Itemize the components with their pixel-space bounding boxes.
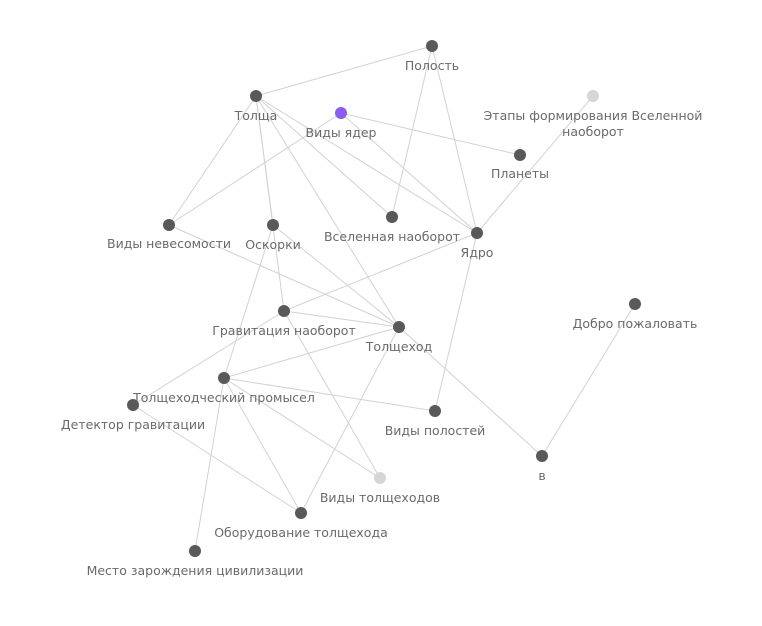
edge-gravitaciya-detektor [132, 310, 285, 406]
edge-promysel-oborudovanie [223, 377, 302, 514]
node-oskorki[interactable] [267, 219, 279, 231]
node-label-yadro: Ядро [461, 245, 494, 260]
node-label-gravitaciya: Гравитация наоборот [212, 323, 355, 338]
edge-gravitaciya-tolshchehod [283, 310, 400, 328]
edge-yadro-gravitaciya [283, 232, 478, 312]
node-layer [127, 40, 641, 557]
edge-dobro-v [541, 303, 636, 457]
node-label-vidy-nevesomosti: Виды невесомости [107, 236, 231, 251]
node-label-vidy-tolshchehodov: Виды толщеходов [320, 490, 440, 505]
node-tolshchehod[interactable] [393, 321, 405, 333]
edge-vidy-yader-yadro [340, 112, 478, 234]
node-tolshcha[interactable] [250, 90, 262, 102]
edge-vidy-nevesomosti-tolshchehod [168, 224, 400, 328]
node-dobro[interactable] [629, 298, 641, 310]
edge-etapy-yadro [476, 95, 594, 234]
node-gravitaciya[interactable] [278, 305, 290, 317]
node-label-v: в [538, 468, 545, 483]
node-label-oskorki: Оскорки [245, 237, 301, 252]
node-planety[interactable] [514, 149, 526, 161]
node-mesto[interactable] [189, 545, 201, 557]
edge-promysel-vidy-tolshchehodov [223, 377, 381, 479]
node-detektor[interactable] [127, 399, 139, 411]
node-label-tolshcha: Толща [234, 108, 278, 123]
node-label-oborudovanie: Оборудование толщехода [214, 525, 388, 540]
edge-tolshcha-polost [255, 45, 433, 97]
edge-tolshcha-yadro [255, 95, 478, 234]
node-label-promysel: Толщеходческий промысел [132, 390, 315, 405]
edge-polost-vselennaya-naoborot [391, 45, 433, 218]
edge-oskorki-tolshchehod [272, 224, 400, 328]
node-vidy-polostey[interactable] [429, 405, 441, 417]
edge-yadro-vidy-polostey [434, 232, 478, 412]
node-label-planety: Планеты [491, 166, 549, 181]
node-label-mesto: Место зарождения цивилизации [87, 563, 304, 578]
node-vidy-nevesomosti[interactable] [163, 219, 175, 231]
node-vselennaya-naoborot[interactable] [386, 211, 398, 223]
edge-promysel-vidy-polostey [223, 377, 436, 412]
node-yadro[interactable] [471, 227, 483, 239]
edge-oskorki-promysel [223, 224, 274, 379]
node-v[interactable] [536, 450, 548, 462]
edge-vidy-yader-vidy-nevesomosti [168, 112, 342, 226]
node-vidy-yader[interactable] [335, 107, 347, 119]
node-label-vidy-yader: Виды ядер [306, 125, 377, 140]
edge-tolshcha-vselennaya-naoborot [255, 95, 393, 218]
edge-detektor-oborudovanie [132, 404, 302, 514]
edge-vidy-yader-planety [340, 112, 521, 156]
edge-promysel-mesto [194, 377, 225, 552]
node-label-vselennaya-naoborot: Вселенная наоборот [324, 229, 460, 244]
edge-tolshchehod-promysel [223, 326, 400, 379]
node-vidy-tolshchehodov[interactable] [374, 472, 386, 484]
node-promysel[interactable] [218, 372, 230, 384]
edge-tolshchehod-v [398, 326, 543, 457]
node-label-dobro: Добро пожаловать [573, 316, 698, 331]
node-polost[interactable] [426, 40, 438, 52]
node-label-vidy-polostey: Виды полостей [385, 423, 486, 438]
edge-tolshchehod-oborudovanie [300, 326, 400, 514]
edge-layer [132, 45, 636, 552]
node-oborudovanie[interactable] [295, 507, 307, 519]
node-label-detektor: Детектор гравитации [61, 417, 205, 432]
node-label-tolshchehod: Толщеход [365, 339, 432, 354]
edge-tolshcha-vidy-nevesomosti [168, 95, 257, 226]
edge-tolshcha-gravitaciya [255, 95, 285, 312]
node-label-polost: Полость [405, 58, 459, 73]
node-etapy[interactable] [587, 90, 599, 102]
edge-tolshcha-tolshchehod [255, 95, 400, 328]
